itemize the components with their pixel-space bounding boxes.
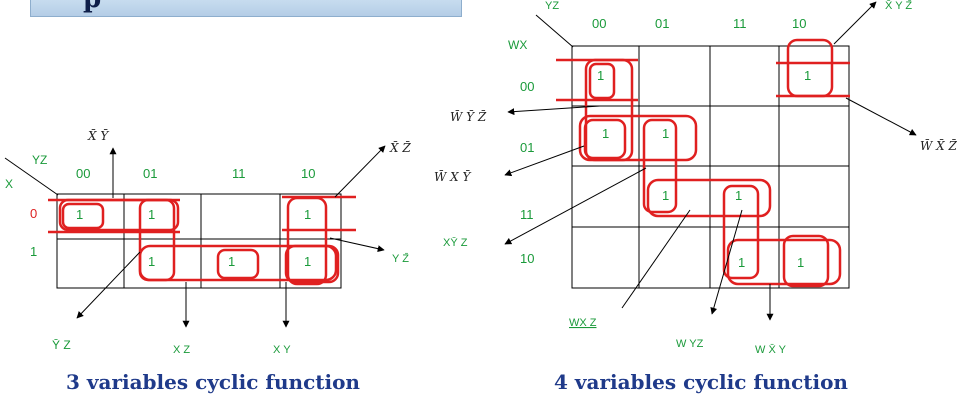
kmap3-col-header-11: 11	[232, 166, 246, 181]
kmap4-row-header-11: 11	[520, 207, 534, 222]
slide-title-bar: p	[30, 0, 462, 17]
kmap3-col-headers: 00 01 11 10	[76, 166, 315, 181]
kmap4-col-header-10: 10	[792, 16, 806, 31]
kmap3-grid	[56, 193, 342, 289]
kmap3-corner-col-var: YZ	[32, 153, 47, 167]
kmap4-cell-00-00: 1	[597, 68, 604, 83]
kmap3-corner-diagonal	[4, 157, 59, 196]
kmap4-term-w-bar-y-bar-z-bar: W̄ Ȳ Z̄	[450, 109, 487, 124]
kmap4-row-header-00: 00	[520, 79, 534, 94]
kmap4-term-wx-z: WX Z	[569, 317, 597, 329]
kmap3: YZ X 00 01 11 10 0 1 1 1 1 1 1 1	[4, 128, 411, 356]
kmap4-corner-row-var: WX	[508, 38, 527, 52]
kmap4-cells: 1 1 1 1 1 1 1 1	[597, 68, 811, 270]
kmap4-term-x-bar-y-z-bar: X̄ Y Z̄	[885, 0, 912, 12]
kmap3-term-y-bar-z: Ȳ Z	[52, 338, 71, 352]
kmap4-loop-w-bar-x-y-bar	[578, 114, 698, 162]
kmap4-arrows	[504, 1, 917, 321]
kmap4-term-labels: X̄ Y Z̄ W̄ Ȳ Z̄ W̄ X̄ Z̄ W̄ X Ȳ XȲ Z WX …	[434, 0, 958, 356]
kmap4-cell-11-01: 1	[662, 188, 669, 203]
kmap4-cell-11-11: 1	[735, 188, 742, 203]
kmap3-col-header-01: 01	[143, 166, 157, 181]
kmap3-term-x-bar-z-bar: X̄ Z̄	[389, 140, 411, 155]
slide-title-glyph: p	[83, 0, 101, 12]
kmap4-term-w-bar-x-y-bar: W̄ X Ȳ	[434, 169, 472, 184]
kmap4-cell-01-00: 1	[602, 126, 609, 141]
kmap3-term-y-z-bar: Y Z̄	[392, 252, 409, 265]
kmap3-term-xz: X Z	[173, 344, 190, 356]
kmap3-row-header-1: 1	[30, 244, 37, 259]
kmap4-col-header-11: 11	[733, 16, 747, 31]
kmap3-term-labels: X̄ Ȳ X̄ Z̄ Y Z̄ Ȳ Z X Z X Y	[52, 128, 411, 356]
kmap-diagrams: YZ X 00 01 11 10 0 1 1 1 1 1 1 1	[4, 0, 958, 356]
kmap4-loop-wx-z	[646, 178, 772, 218]
kmap4-cell-00-10: 1	[804, 68, 811, 83]
kmap4-row-header-10: 10	[520, 251, 534, 266]
kmap4-loops	[556, 38, 850, 288]
kmap4-term-w-bar-x-bar-z-bar: W̄ X̄ Z̄	[920, 138, 958, 153]
kmap3-col-header-10: 10	[301, 166, 315, 181]
kmap4-cell-10-10: 1	[797, 255, 804, 270]
kmap3-loop-xz	[138, 244, 338, 282]
kmap3-caption: 3 variables cyclic function	[66, 370, 360, 394]
kmap3-term-x-bar-y-bar: X̄ Ȳ	[87, 128, 109, 143]
kmap3-cell-1-10: 1	[304, 254, 311, 269]
kmap4-loop-x-y-bar-z	[642, 118, 678, 214]
kmap3-loop-y-z-bar	[284, 244, 340, 284]
kmap4-cell-10-11: 1	[738, 255, 745, 270]
kmap4-caption: 4 variables cyclic function	[554, 370, 848, 394]
kmap4-corner-col-var: YZ	[545, 0, 559, 12]
kmap3-term-xy: X Y	[273, 344, 291, 356]
kmap4-col-header-01: 01	[655, 16, 669, 31]
kmap3-cell-0-01: 1	[148, 207, 155, 222]
kmap3-corner-row-var: X	[5, 177, 13, 191]
kmap3-cells: 1 1 1 1 1 1	[76, 207, 311, 269]
kmap4-term-wyz: W YZ	[676, 338, 704, 350]
kmap3-loop-y-bar-z	[138, 198, 176, 282]
kmap4-row-header-01: 01	[520, 140, 534, 155]
kmap3-row-header-0: 0	[30, 206, 37, 221]
kmap4-col-headers: 00 01 11 10	[592, 16, 806, 31]
kmap3-arrows	[76, 145, 386, 328]
kmap4-grid	[571, 45, 850, 289]
kmap3-cell-0-00: 1	[76, 207, 83, 222]
kmap4-term-x-y-bar-z: XȲ Z	[443, 237, 468, 249]
kmap3-row-headers: 0 1	[30, 206, 37, 259]
kmap4-cell-01-01: 1	[662, 126, 669, 141]
kmap3-col-header-00: 00	[76, 166, 90, 181]
kmap3-cell-1-01: 1	[148, 254, 155, 269]
kmap4-col-header-00: 00	[592, 16, 606, 31]
kmap4-row-headers: 00 01 11 10	[520, 79, 534, 266]
kmap3-loops	[48, 195, 356, 286]
kmap4-loop-w-x-bar-y	[726, 238, 842, 286]
kmap3-cell-0-10: 1	[304, 207, 311, 222]
kmap4-term-w-x-bar-y: W X̄ Y	[755, 343, 787, 356]
kmap4-loop-wyz	[722, 184, 760, 280]
kmap3-loop-xy	[216, 248, 260, 280]
kmap4: YZ WX 00 01 11 10 00 01 11 10 1 1 1 1 1 …	[434, 0, 958, 356]
kmap3-cell-1-11: 1	[228, 254, 235, 269]
kmap4-corner-diagonal	[535, 14, 574, 48]
